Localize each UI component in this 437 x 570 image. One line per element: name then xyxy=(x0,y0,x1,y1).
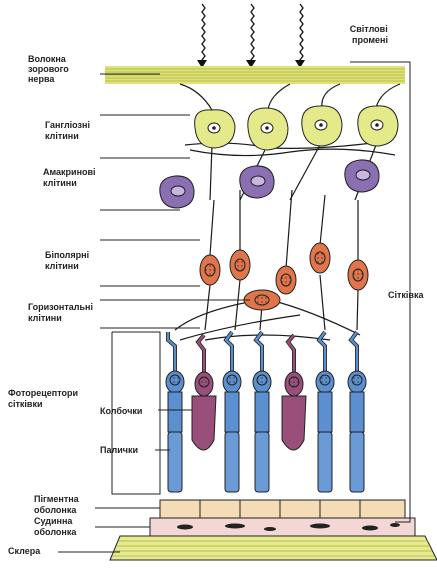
pigment-layer xyxy=(160,500,405,518)
ganglion-label: Гангліозні xyxy=(45,120,90,130)
ganglion-cells xyxy=(195,106,398,150)
photoreceptors xyxy=(166,332,366,492)
rod-cell xyxy=(348,332,366,492)
svg-text:Волокна зорового н: Волокна зорового нерва xyxy=(28,54,71,84)
rod-cell xyxy=(223,332,241,492)
bipolar-cell xyxy=(200,255,220,285)
choroid-label: оболонка xyxy=(34,527,77,537)
light-rays-label: Світлові xyxy=(350,24,388,34)
choroid-label: Судинна xyxy=(34,516,73,526)
ganglion-cell xyxy=(302,106,342,146)
sclera-label: Склера xyxy=(8,546,41,556)
cones-label: Колбочки xyxy=(100,406,142,416)
retina-label: Сітківка xyxy=(388,290,424,300)
photoreceptors-label: Фоторецептори xyxy=(8,388,78,398)
ganglion-cell xyxy=(195,110,235,148)
optic-fibers-label: нерва xyxy=(28,74,55,84)
pigment-label: оболонка xyxy=(34,505,77,515)
svg-text:Світлові промені: Світлові промені xyxy=(350,24,390,45)
bipolar-cells xyxy=(200,243,368,294)
bipolar-cell xyxy=(348,260,368,290)
ganglion-cell xyxy=(358,106,398,146)
optic-nerve-fibers xyxy=(105,66,405,84)
bipolar-cell xyxy=(230,250,250,280)
choroid-layer xyxy=(150,518,415,536)
rods-label: Палички xyxy=(100,445,138,455)
amacrine-label: клітини xyxy=(43,178,77,188)
svg-text:Судинна оболонка: Судинна оболонка xyxy=(34,516,77,537)
rod-cell xyxy=(166,332,184,492)
ganglion-label: клітини xyxy=(45,131,79,141)
svg-text:Амакринові клітини: Амакринові клітини xyxy=(43,167,98,188)
light-rays-label: промені xyxy=(352,35,388,45)
light-ray-arrow xyxy=(202,4,205,68)
light-ray-arrow xyxy=(251,4,254,68)
bipolar-cell xyxy=(276,266,296,294)
svg-text:Біполярні клітини: Біполярні клітини xyxy=(45,250,92,271)
bipolar-label: клітини xyxy=(45,261,79,271)
pigment-label: Пігментна xyxy=(34,494,80,504)
cone-cell xyxy=(192,335,216,450)
rod-cell xyxy=(253,332,271,492)
svg-text:Горизонтальні клітини: Горизонтальні клітини xyxy=(28,302,95,323)
bipolar-cell xyxy=(310,243,330,273)
rod-cell xyxy=(316,332,334,492)
light-ray-arrow xyxy=(300,4,303,68)
amacrine-label: Амакринові xyxy=(43,167,96,177)
light-ray-arrows xyxy=(202,4,303,68)
ganglion-cell xyxy=(248,108,288,150)
amacrine-cell xyxy=(240,166,274,198)
photoreceptors-label: сітківки xyxy=(8,399,43,409)
optic-fibers-label: Волокна xyxy=(28,54,67,64)
horizontal-label: клітини xyxy=(28,313,62,323)
svg-text:Фоторецептори сітківки: Фоторецептори сітківки xyxy=(8,388,81,409)
svg-text:Пігментна оболонка: Пігментна оболонка xyxy=(34,494,81,515)
amacrine-cell xyxy=(160,176,194,208)
amacrine-cells xyxy=(160,160,379,208)
svg-text:Гангліозні клітини: Гангліозні клітини xyxy=(45,120,92,141)
cone-cell xyxy=(282,335,306,450)
optic-fibers-label: зорового xyxy=(28,64,69,74)
bipolar-label: Біполярні xyxy=(45,250,89,260)
horizontal-label: Горизонтальні xyxy=(28,302,93,312)
amacrine-cell xyxy=(345,160,379,192)
sclera-layer xyxy=(110,536,437,560)
